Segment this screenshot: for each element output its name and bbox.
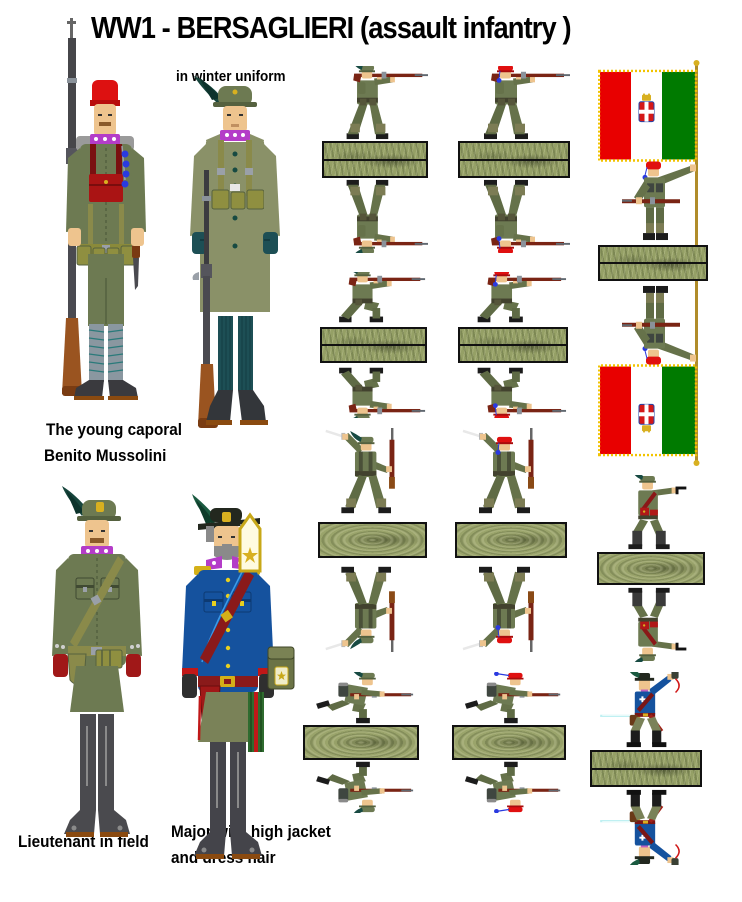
token-standing-firing-fez: [458, 66, 570, 253]
token-charge-helmet: [303, 672, 419, 813]
sprite-charge: [303, 672, 419, 725]
sprite-melee-mirror: [318, 558, 427, 652]
token-flag-bearer: [598, 60, 708, 466]
sprite-kneeling-firing: [458, 272, 568, 327]
token-base: [590, 750, 702, 787]
figure-corporal-mussolini: [62, 18, 146, 400]
token-base: [598, 245, 708, 281]
token-base: [303, 725, 419, 760]
caption-corporal-line2: Benito Mussolini: [44, 446, 167, 465]
sprite-officer-throwing-grenade: [590, 672, 702, 750]
major-belt-pouch: [267, 646, 295, 690]
token-base: [455, 522, 567, 558]
figure-lieutenant: [52, 486, 142, 837]
major-ribbon-bar: [248, 692, 264, 752]
token-officer-pistol: [597, 475, 705, 662]
token-standing-firing-helmet: [322, 66, 428, 253]
token-base: [452, 725, 566, 760]
sprite-officer-grenade-mirror: [590, 787, 702, 865]
caption-corporal-line1: The young caporal: [46, 420, 183, 439]
sprite-melee: [318, 428, 427, 522]
token-kneeling-firing-fez: [458, 272, 568, 418]
sprite-standing-firing-mirror: [322, 178, 428, 253]
token-base: [458, 141, 570, 178]
token-melee-fez: [455, 428, 567, 652]
page-title: WW1 - BERSAGLIERI (assault infantry ): [90, 10, 572, 45]
token-base: [458, 327, 568, 363]
token-base: [322, 141, 428, 178]
sprite-standing-firing: [322, 66, 428, 141]
sprite-charge: [452, 672, 566, 725]
major-rank-insignia: [238, 512, 262, 573]
sprite-flag-bearer-with-italian-flag: [598, 60, 708, 245]
sprite-flag-bearer-mirror: [598, 281, 708, 466]
sprite-standing-firing: [458, 66, 570, 141]
token-kneeling-firing-helmet: [320, 272, 427, 418]
sprite-kneeling-firing-mirror: [458, 363, 568, 418]
token-base: [320, 327, 427, 363]
token-officer-grenade: [590, 672, 702, 865]
sprite-kneeling-firing-mirror: [320, 363, 427, 418]
token-melee-helmet: [318, 428, 427, 652]
sprite-melee-mirror: [455, 558, 567, 652]
figure-major: [182, 494, 274, 859]
sprite-melee: [455, 428, 567, 522]
figure-winter-uniform: [190, 76, 280, 428]
token-base: [318, 522, 427, 558]
sprite-officer-firing-pistol: [597, 475, 705, 552]
sprite-charge-mirror: [303, 760, 419, 813]
sprite-standing-firing-mirror: [458, 178, 570, 253]
token-charge-fez: [452, 672, 566, 813]
sprite-kneeling-firing: [320, 272, 427, 327]
sprite-charge-mirror: [452, 760, 566, 813]
sprite-officer-pistol-mirror: [597, 585, 705, 662]
token-base: [597, 552, 705, 585]
